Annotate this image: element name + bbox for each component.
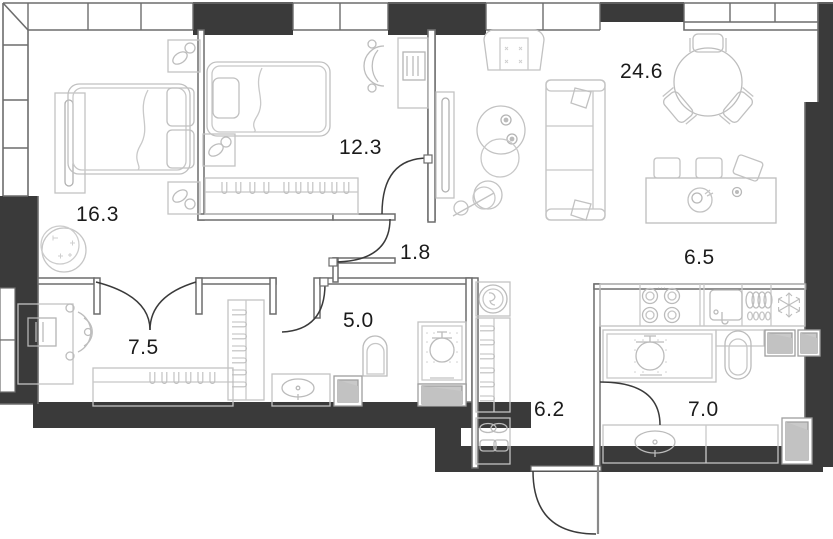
area-label-kitchen: 6.5 [684,246,715,269]
area-label-bathroom-two: 7.0 [688,398,719,421]
kitchen-counter [599,283,806,327]
area-label-entry-hall: 6.2 [534,398,565,421]
second-bedroom-furniture [202,37,455,215]
area-label-inner-corridor: 1.8 [400,241,431,264]
area-label-bathroom-one: 5.0 [343,309,374,332]
area-label-master-bedroom: 16.3 [76,203,119,226]
door-swings [328,154,433,267]
structural-walls [0,2,833,472]
living-room-furniture [452,29,777,224]
window-glass-left [0,287,16,393]
area-label-hall: 7.5 [128,336,159,359]
hall-furniture [17,281,265,407]
entry-hall-fixtures [475,281,602,535]
area-label-second-bedroom: 12.3 [339,136,382,159]
area-label-living-room: 24.6 [620,60,663,83]
bathroom-two-fixtures [599,329,821,465]
window-mullions [0,3,819,341]
master-bedroom-furniture [40,39,201,273]
bathroom-one-fixtures [271,277,467,407]
wall-outlines [0,2,833,446]
